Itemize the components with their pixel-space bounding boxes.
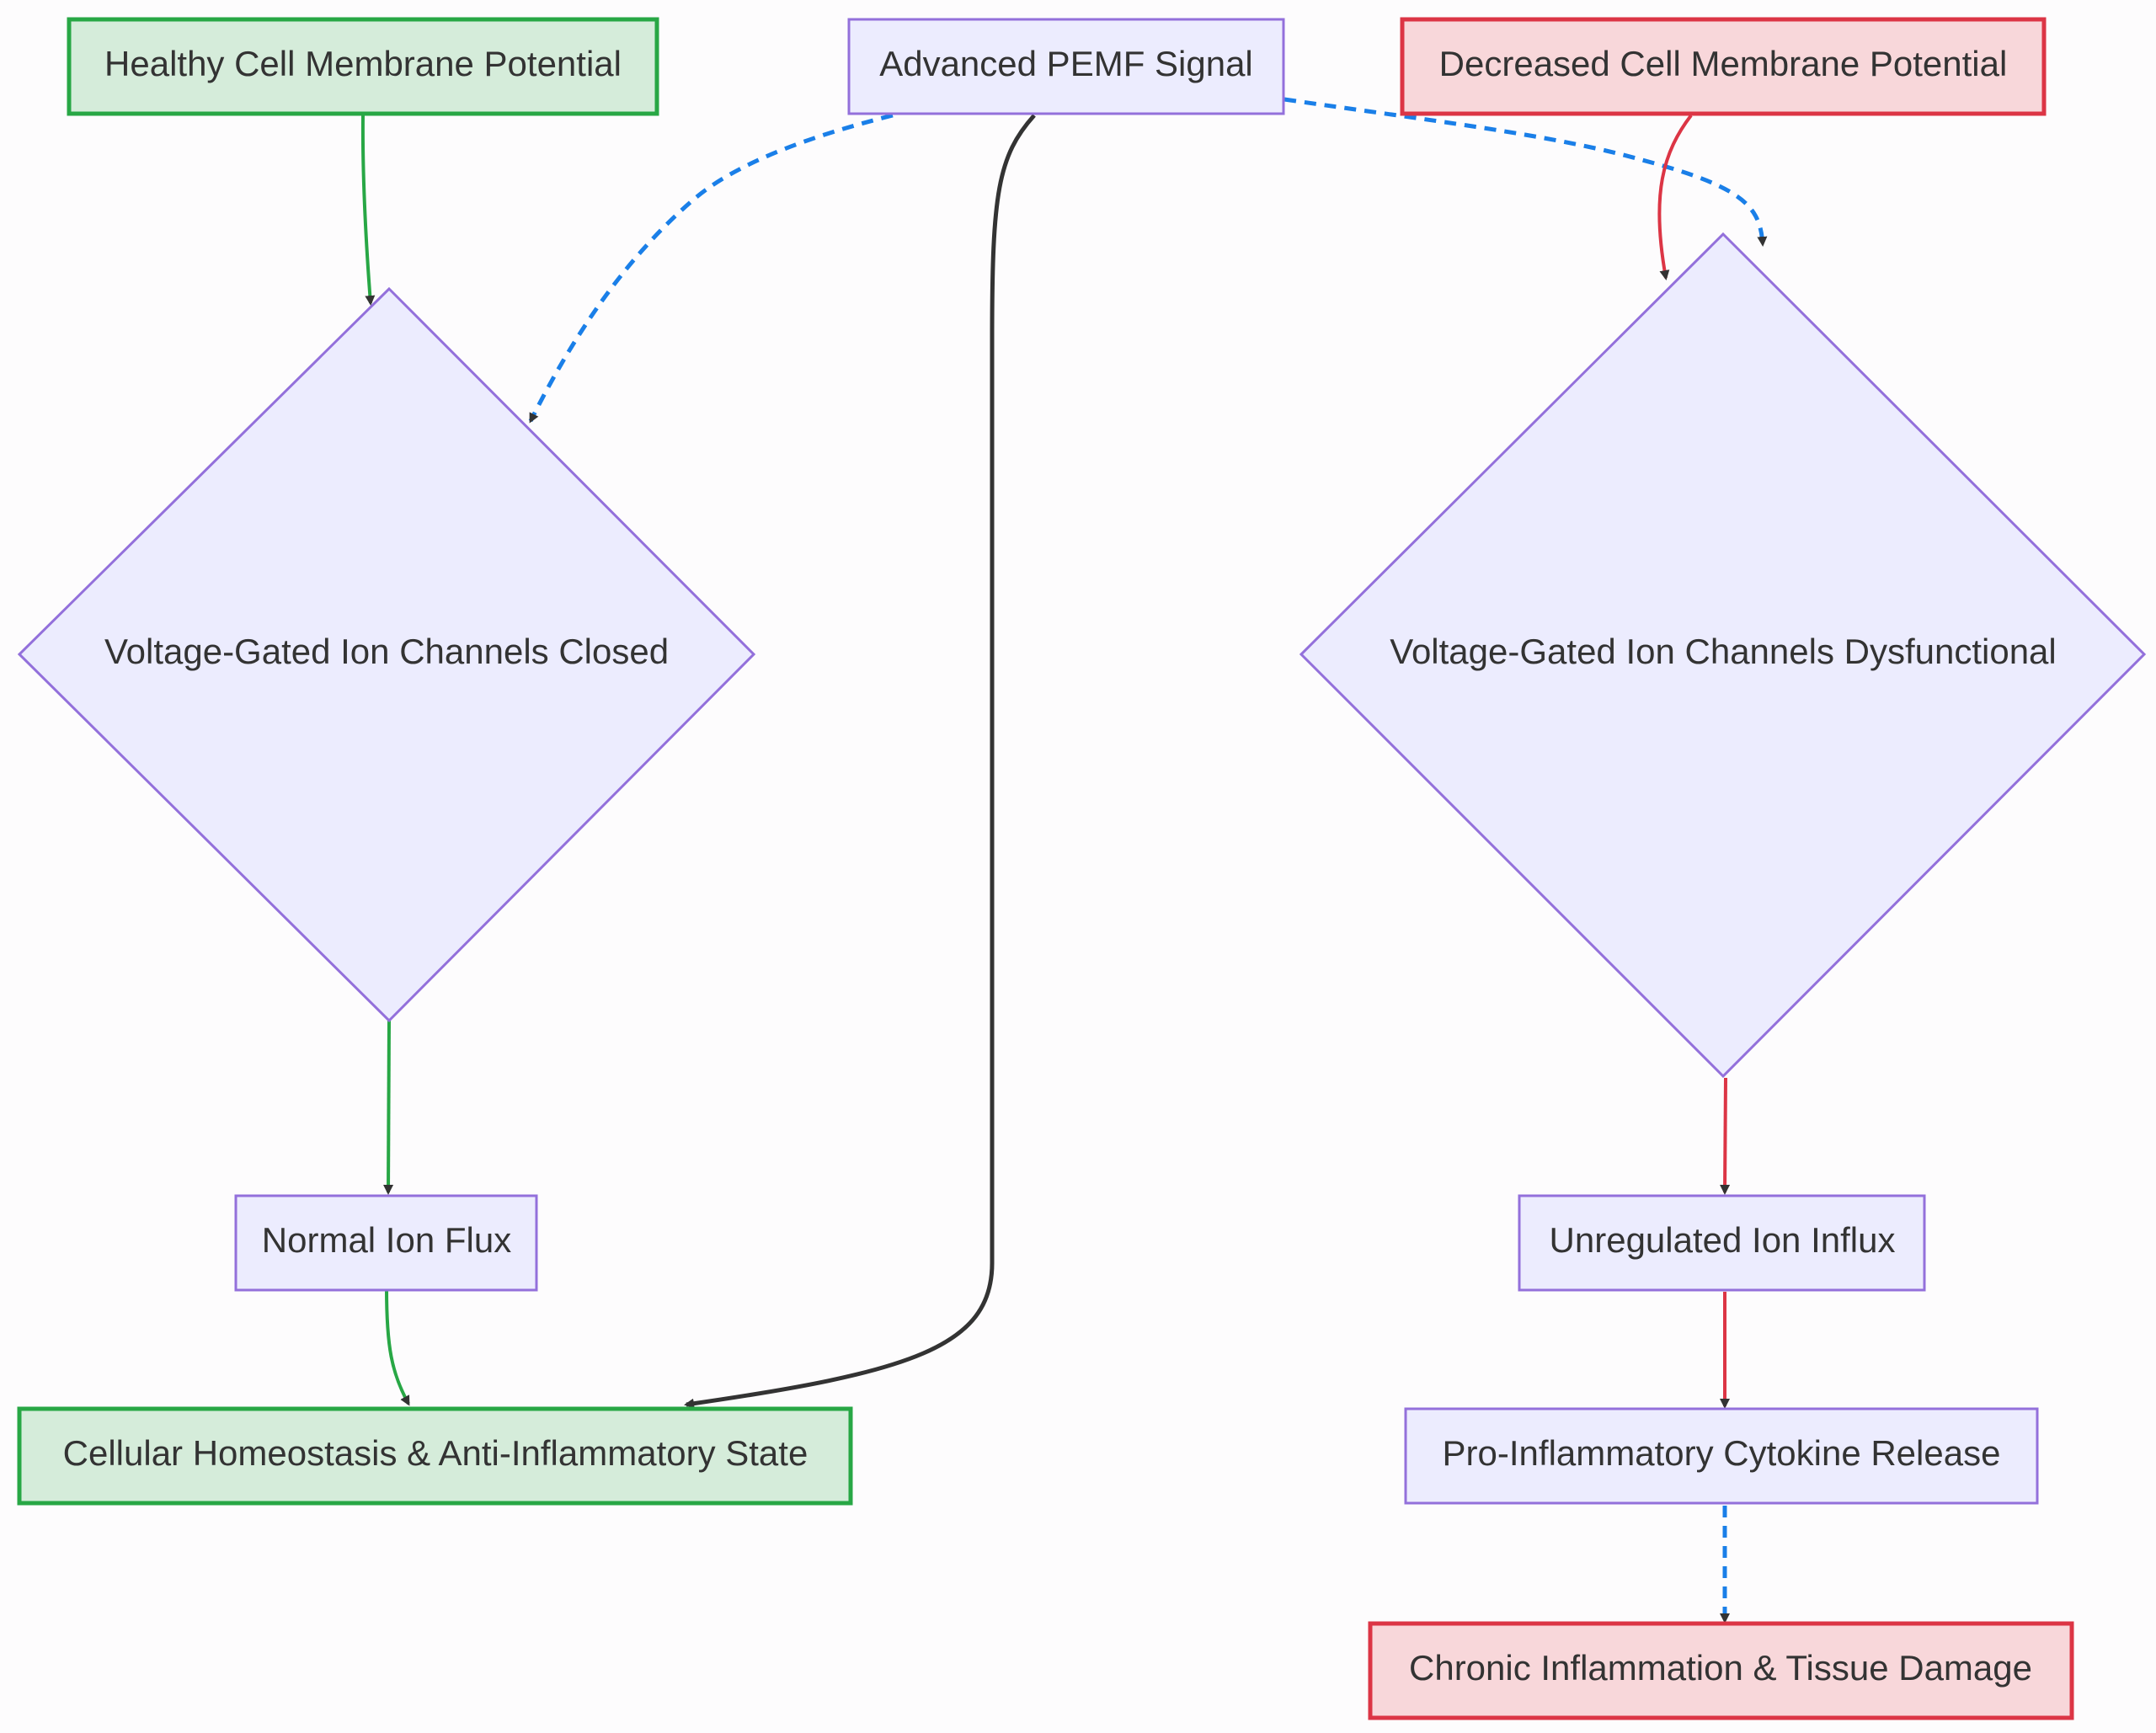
node-channels-closed: Voltage-Gated Ion Channels Closed — [17, 286, 756, 1023]
node-normal-flux-label: Normal Ion Flux — [262, 1220, 511, 1260]
node-decreased-potential: Decreased Cell Membrane Potential — [1400, 17, 2047, 116]
edge-normal-flux-to-homeostasis — [385, 1288, 410, 1406]
node-homeostasis-label: Cellular Homeostasis & Anti-Inflammatory… — [63, 1433, 808, 1473]
edge-pemf-to-channels-closed — [528, 113, 894, 424]
edge-channels-dysfunctional-to-unregulated-influx — [1720, 1077, 1731, 1195]
node-chronic-inflammation: Chronic Inflammation & Tissue Damage — [1368, 1621, 2074, 1720]
node-unregulated-influx: Unregulated Ion Influx — [1518, 1194, 1926, 1292]
node-cytokine-release: Pro-Inflammatory Cytokine Release — [1404, 1407, 2039, 1505]
node-normal-flux: Normal Ion Flux — [234, 1194, 538, 1292]
node-decreased-potential-label: Decreased Cell Membrane Potential — [1439, 44, 2008, 83]
node-channels-dysfunctional: Voltage-Gated Ion Channels Dysfunctional — [1299, 232, 2147, 1079]
edge-channels-closed-to-normal-flux — [383, 1020, 394, 1195]
node-channels-closed-label: Voltage-Gated Ion Channels Closed — [104, 632, 669, 671]
node-homeostasis: Cellular Homeostasis & Anti-Inflammatory… — [17, 1406, 853, 1506]
node-healthy-potential-label: Healthy Cell Membrane Potential — [104, 44, 622, 83]
edge-pemf-to-homeostasis — [684, 114, 1036, 1409]
node-healthy-potential: Healthy Cell Membrane Potential — [67, 17, 659, 116]
edge-healthy-to-channels-closed — [360, 115, 376, 306]
node-chronic-inflammation-label: Chronic Inflammation & Tissue Damage — [1409, 1648, 2032, 1688]
node-unregulated-influx-label: Unregulated Ion Influx — [1550, 1220, 1896, 1260]
node-cytokine-release-label: Pro-Inflammatory Cytokine Release — [1443, 1433, 2001, 1473]
edge-decreased-to-channels-dysfunctional — [1657, 114, 1693, 280]
node-pemf-signal: Advanced PEMF Signal — [847, 18, 1285, 115]
node-channels-dysfunctional-label: Voltage-Gated Ion Channels Dysfunctional — [1390, 632, 2057, 671]
node-pemf-signal-label: Advanced PEMF Signal — [879, 44, 1253, 83]
edge-pemf-to-channels-dysfunctional — [1283, 97, 1768, 247]
